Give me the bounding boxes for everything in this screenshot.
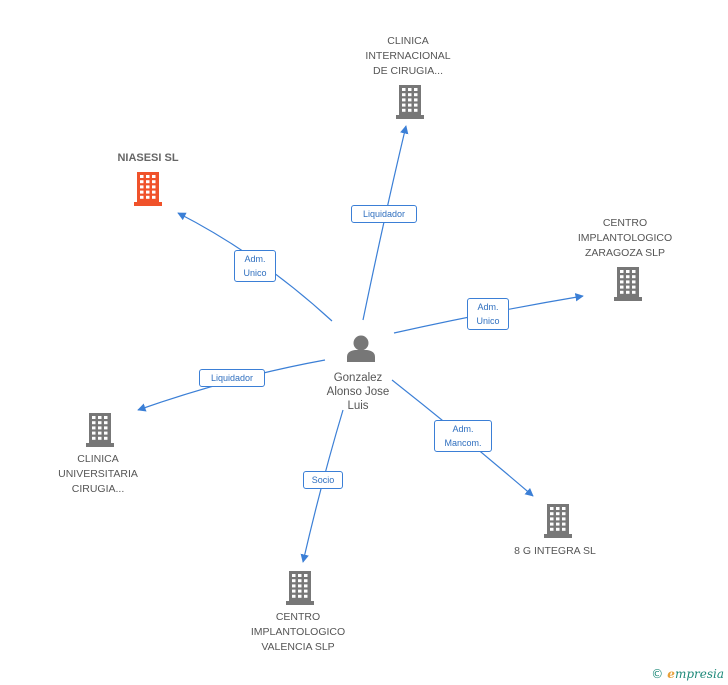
company-label-clinica-universitaria[interactable]: CLINICA UNIVERSITARIA CIRUGIA...	[58, 452, 138, 495]
company-label-centro-zaragoza[interactable]: CENTRO IMPLANTOLOGICO ZARAGOZA SLP	[577, 216, 673, 259]
building-icon-8g-integra[interactable]	[544, 504, 572, 538]
edge-label-clinica-internacional[interactable]: Liquidador	[351, 205, 417, 223]
edge-label-8g-integra[interactable]: Adm. Mancom.	[434, 420, 492, 452]
building-icon-niasesi[interactable]	[134, 172, 162, 206]
company-label-niasesi[interactable]: NIASESI SL	[117, 151, 179, 164]
edge-label-clinica-universitaria[interactable]: Liquidador	[199, 369, 265, 387]
edge-label-centro-valencia[interactable]: Socio	[303, 471, 343, 489]
building-icon-clinica-universitaria[interactable]	[86, 413, 114, 447]
brand-initial: e	[667, 667, 675, 681]
person-name-label[interactable]: Gonzalez Alonso Jose Luis	[326, 372, 390, 412]
company-label-centro-valencia[interactable]: CENTRO IMPLANTOLOGICO VALENCIA SLP	[250, 610, 346, 653]
edge-label-centro-zaragoza[interactable]: Adm. Unico	[467, 298, 509, 330]
brand-name: mpresia	[674, 667, 724, 681]
copyright-symbol: ©	[651, 667, 664, 681]
company-label-clinica-internacional[interactable]: CLINICA INTERNACIONAL DE CIRUGIA...	[365, 34, 451, 77]
person-icon[interactable]	[347, 335, 375, 363]
edge-clinica-internacional	[362, 125, 409, 321]
brand-logo: ©empresia	[651, 667, 724, 681]
building-icon-clinica-internacional[interactable]	[396, 85, 424, 119]
building-icon-centro-valencia[interactable]	[286, 571, 314, 605]
company-label-8g-integra[interactable]: 8 G INTEGRA SL	[514, 544, 596, 557]
edge-label-niasesi[interactable]: Adm. Unico	[234, 250, 276, 282]
node-layer	[86, 85, 642, 605]
building-icon-centro-zaragoza[interactable]	[614, 267, 642, 301]
